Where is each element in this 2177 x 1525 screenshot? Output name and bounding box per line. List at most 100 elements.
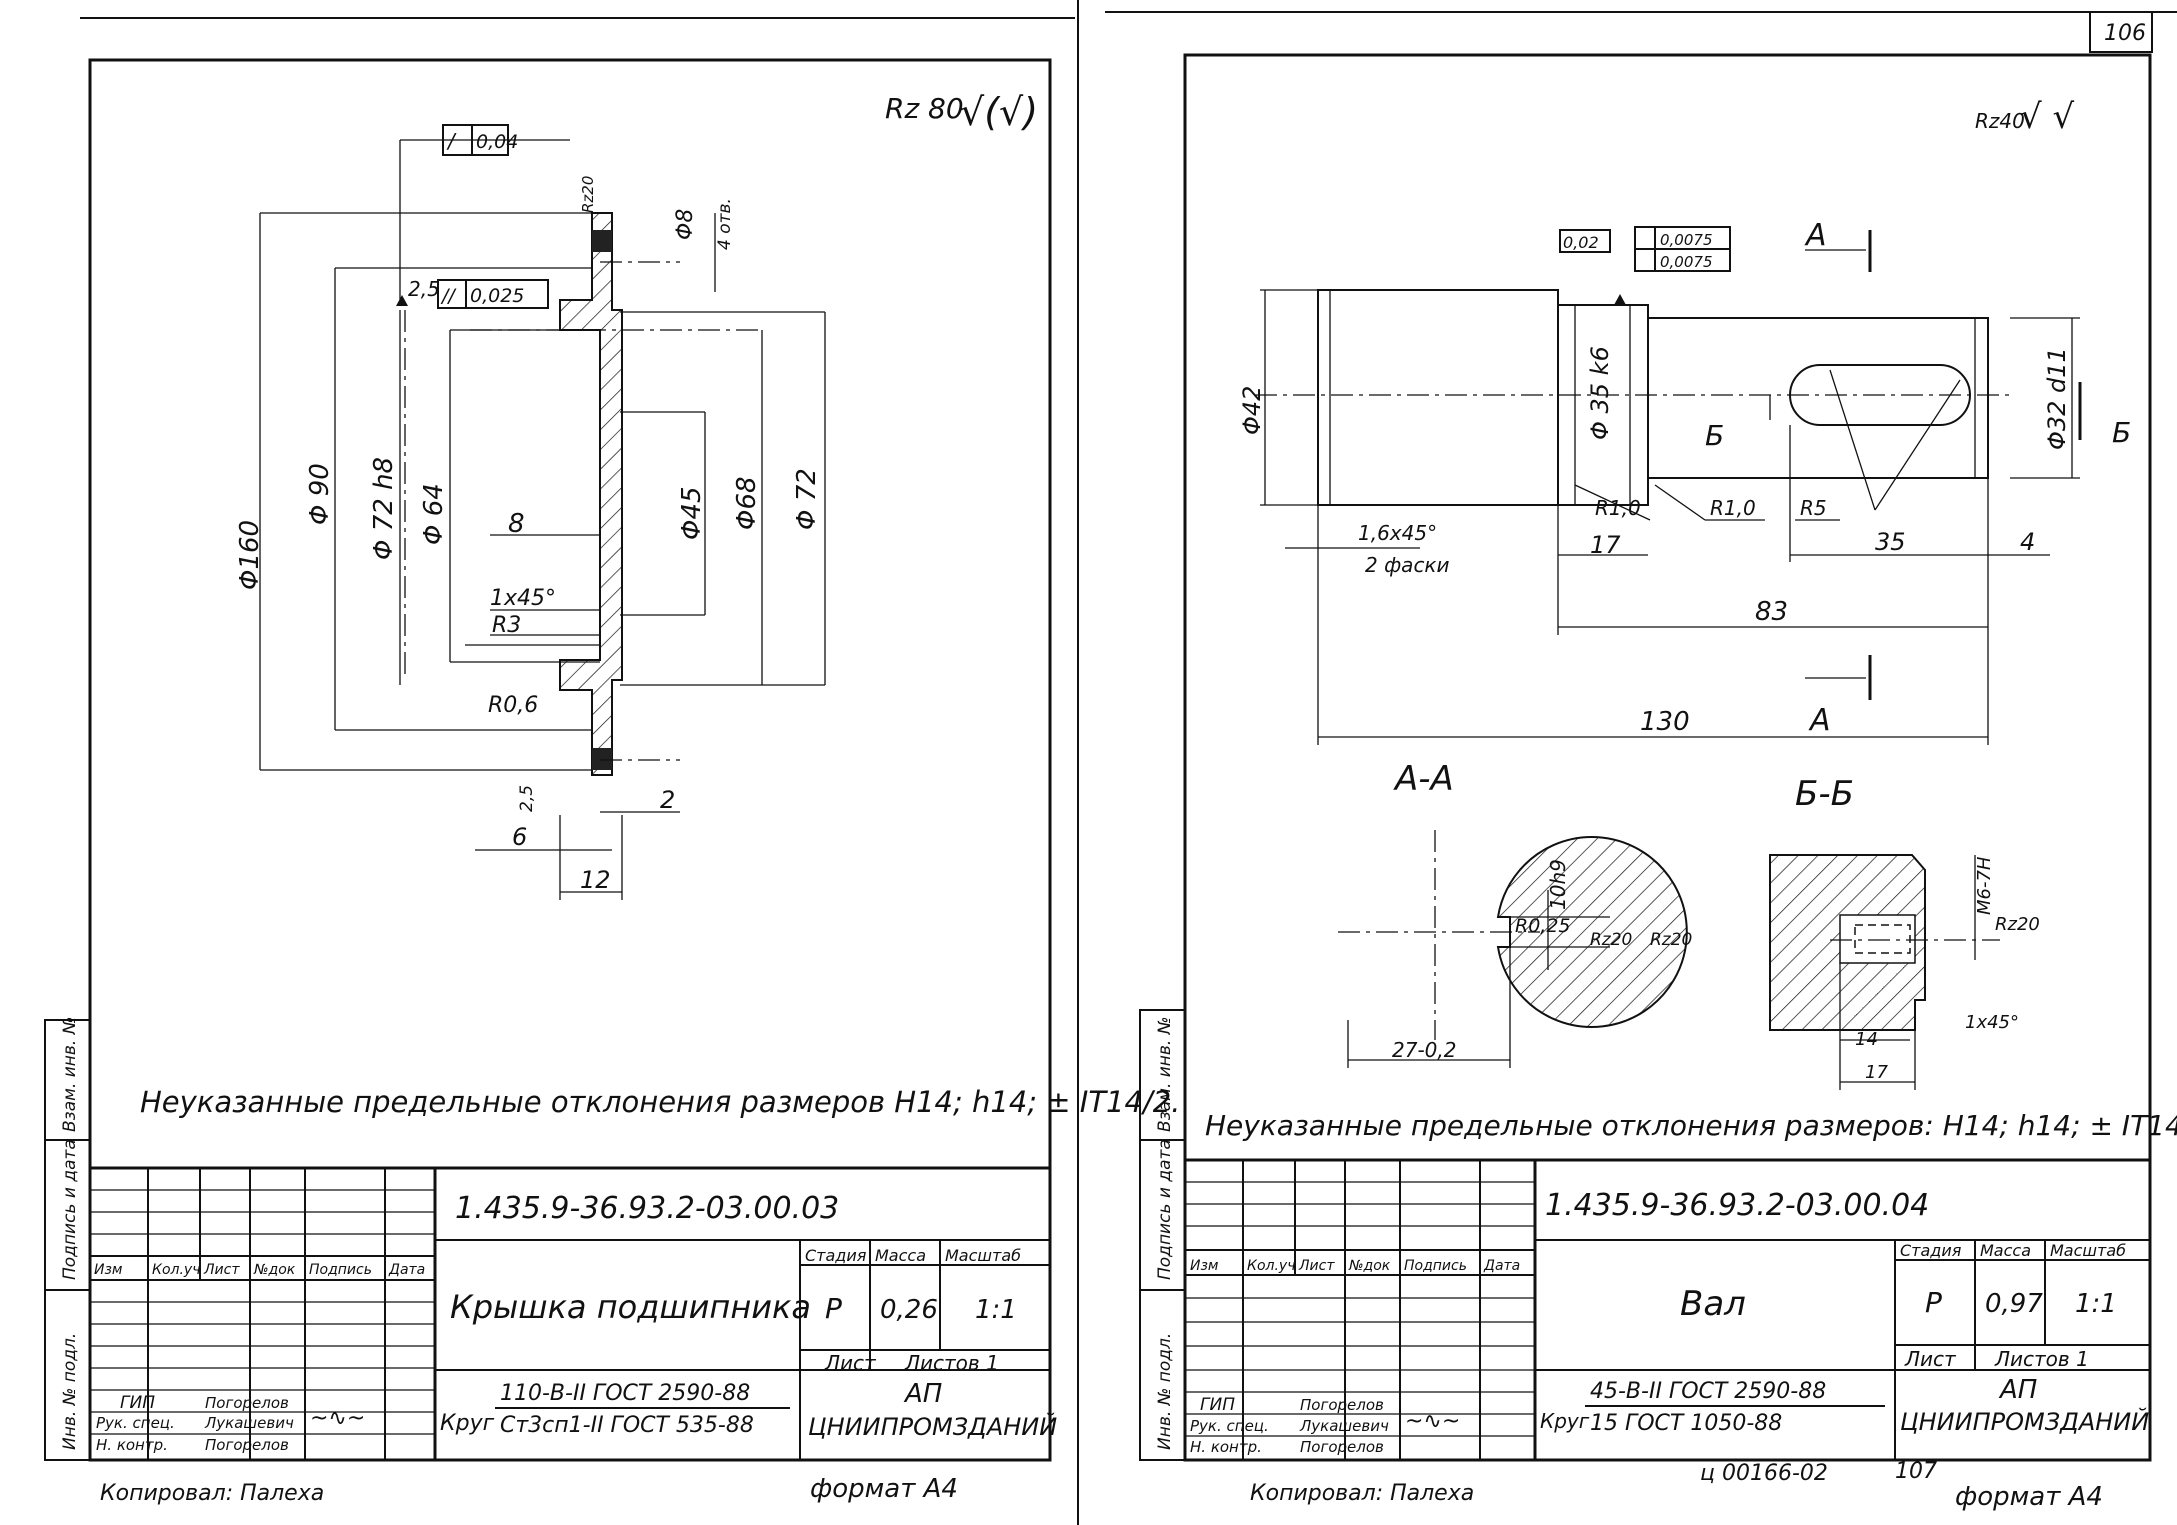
- section-b-left: Б: [1705, 419, 1724, 452]
- left-scale-label: Масштаб: [945, 1246, 1021, 1265]
- tol-parallel-value: 0,025: [470, 285, 524, 307]
- left-name-1: Погорелов: [205, 1394, 289, 1412]
- page-number: 106: [2104, 21, 2146, 46]
- left-material-top: 110-В-II ГОСТ 2590-88: [500, 1381, 750, 1406]
- left-name-2: Лукашевич: [204, 1414, 294, 1432]
- tol-2: 0,0075: [1660, 253, 1713, 271]
- right-sheet-label: Лист: [1904, 1347, 1957, 1371]
- dim-4: 4: [2020, 528, 2035, 556]
- left-part-name: Крышка подшипника: [450, 1288, 811, 1326]
- left-scale: 1:1: [975, 1295, 1017, 1325]
- right-material-prefix: Круг: [1540, 1409, 1590, 1433]
- left-title-block: Изм Кол.уч Лист №док Подпись Дата ГИП Ру…: [88, 1166, 1057, 1462]
- right-scale-label: Масштаб: [2050, 1241, 2126, 1260]
- dim-r06: R0,6: [488, 693, 538, 718]
- right-role-gip: ГИП: [1200, 1395, 1235, 1415]
- dim-m6: M6-7H: [1974, 856, 1995, 915]
- left-roughness-mark: Rz 80: [885, 92, 964, 125]
- left-hdr-podpis: Подпись: [309, 1262, 372, 1278]
- roughness-rz20-a: Rz20: [1590, 930, 1632, 950]
- dim-d160: Φ160: [235, 520, 265, 590]
- dim-d42: Φ42: [1238, 386, 1266, 435]
- shaft-view: А А Б Б 0,02 0,0075 0,0075 Φ42 Φ 35 k6 Φ…: [1238, 218, 2131, 745]
- view-bb-label: Б-Б: [1795, 774, 1854, 814]
- left-role-spec: Рук. спец.: [96, 1414, 175, 1432]
- right-sidebar-sign: Подпись и дата: [1155, 1139, 1175, 1280]
- right-name-2: Лукашевич: [1299, 1417, 1389, 1435]
- left-hdr-kol: Кол.уч: [152, 1262, 200, 1278]
- right-stamp: ц 00166-02: [1700, 1461, 1828, 1486]
- left-sheet-label: Лист: [824, 1351, 877, 1375]
- right-sheet: 106 Инв. № подл. Подпись и дата Взам. ин…: [1105, 11, 2177, 1512]
- right-role-nkontr: Н. контр.: [1190, 1438, 1262, 1456]
- right-sheets-label: Листов 1: [1994, 1347, 2089, 1371]
- section-views: А-А Б-Б 10h9 R0,25 Rz20 Rz20 27-0,2: [1338, 759, 2040, 1090]
- right-stage: Р: [1925, 1286, 1942, 1319]
- dim-r025: R0,25: [1515, 915, 1571, 937]
- right-name-1: Погорелов: [1300, 1396, 1384, 1414]
- dim-r3: R3: [492, 613, 521, 638]
- dim-chamfer2: 2 фаски: [1365, 553, 1450, 577]
- dim-8: 8: [508, 509, 525, 539]
- right-hdr-list: Лист: [1298, 1258, 1335, 1274]
- keyway-slot: [1789, 364, 1971, 426]
- left-hdr-list: Лист: [203, 1262, 240, 1278]
- left-hdr-ndok: №док: [253, 1262, 296, 1278]
- view-aa-label: А-А: [1393, 759, 1454, 799]
- left-sidebar: Инв. № подл. Подпись и дата Взам. инв. №: [44, 1017, 91, 1461]
- right-doc-code: 1.435.9-36.93.2-03.00.04: [1545, 1188, 1929, 1223]
- left-material-prefix: Круг: [440, 1411, 495, 1436]
- right-sidebar-vzam: Взам. инв. №: [1155, 1017, 1175, 1132]
- left-doc-code: 1.435.9-36.93.2-03.00.03: [455, 1191, 839, 1226]
- tol-1: 0,0075: [1660, 231, 1713, 249]
- page-number-box: [2089, 11, 2153, 53]
- dim-r10a: R1,0: [1595, 496, 1641, 520]
- left-mass-label: Масса: [875, 1246, 926, 1265]
- right-sidebar: Инв. № подл. Подпись и дата Взам. инв. №: [1139, 1009, 1186, 1461]
- dim-12: 12: [580, 866, 611, 894]
- right-sidebar-inv: Инв. № подл.: [1155, 1333, 1175, 1450]
- left-note: Неуказанные предельные отклонения размер…: [140, 1085, 1180, 1119]
- dim-17: 17: [1590, 531, 1621, 559]
- dim-chamfer: 1,6x45°: [1358, 521, 1437, 545]
- right-roughness-check-icon: √ √: [2020, 97, 2074, 137]
- dim-d72h8: Φ 72 h8: [369, 457, 399, 560]
- section-a-top: А: [1804, 218, 1827, 253]
- left-roughness-check-icon: √(√): [960, 90, 1038, 134]
- left-sidebar-inv: Инв. № подл.: [60, 1333, 80, 1450]
- left-sidebar-vzam: Взам. инв. №: [60, 1017, 80, 1132]
- dim-d90: Φ 90: [305, 463, 335, 525]
- left-material-bottom: Ст3сп1-II ГОСТ 535-88: [500, 1413, 754, 1438]
- dim-35: 35: [1875, 528, 1906, 556]
- section-b-right: Б: [2112, 416, 2131, 449]
- tol-runout: 0,02: [1563, 233, 1599, 252]
- left-tolerance-frames: / 0,04 // 0,025: [396, 124, 549, 309]
- right-signature-icon: ~∿~: [1405, 1409, 1460, 1434]
- dim-chamfer: 1x45°: [490, 586, 556, 611]
- dim-d8: Φ8: [673, 209, 698, 240]
- dim-130: 130: [1640, 707, 1690, 737]
- left-stage-label: Стадия: [805, 1246, 867, 1265]
- left-part-section: [259, 139, 826, 900]
- left-copied-by: Копировал: Палеха: [100, 1481, 324, 1506]
- dim-14: 14: [1855, 1029, 1878, 1050]
- right-stage-label: Стадия: [1900, 1241, 1962, 1260]
- right-stamp-page: 107: [1895, 1459, 1937, 1484]
- cover-section-hatched: [559, 212, 623, 776]
- roughness-25-top: 2,5: [408, 277, 440, 301]
- right-hdr-podpis: Подпись: [1404, 1258, 1467, 1274]
- right-scale: 1:1: [2075, 1289, 2117, 1319]
- section-a-bottom: А: [1808, 703, 1831, 738]
- roughness-rz20-c: Rz20: [1995, 914, 2040, 935]
- left-name-3: Погорелов: [205, 1436, 289, 1454]
- right-name-3: Погорелов: [1300, 1438, 1384, 1456]
- dim-d35k6: Φ 35 k6: [1586, 346, 1614, 440]
- roughness-rz20: Rz20: [579, 176, 597, 213]
- tol-flatness-value: 0,04: [476, 131, 518, 153]
- left-org-2: ЦНИИПРОМЗДАНИЙ: [808, 1412, 1057, 1441]
- right-role-spec: Рук. спец.: [1190, 1417, 1269, 1435]
- aa-section-circle: [1496, 836, 1688, 1028]
- right-hdr-data: Дата: [1483, 1258, 1520, 1274]
- right-hdr-izm: Изм: [1190, 1258, 1219, 1274]
